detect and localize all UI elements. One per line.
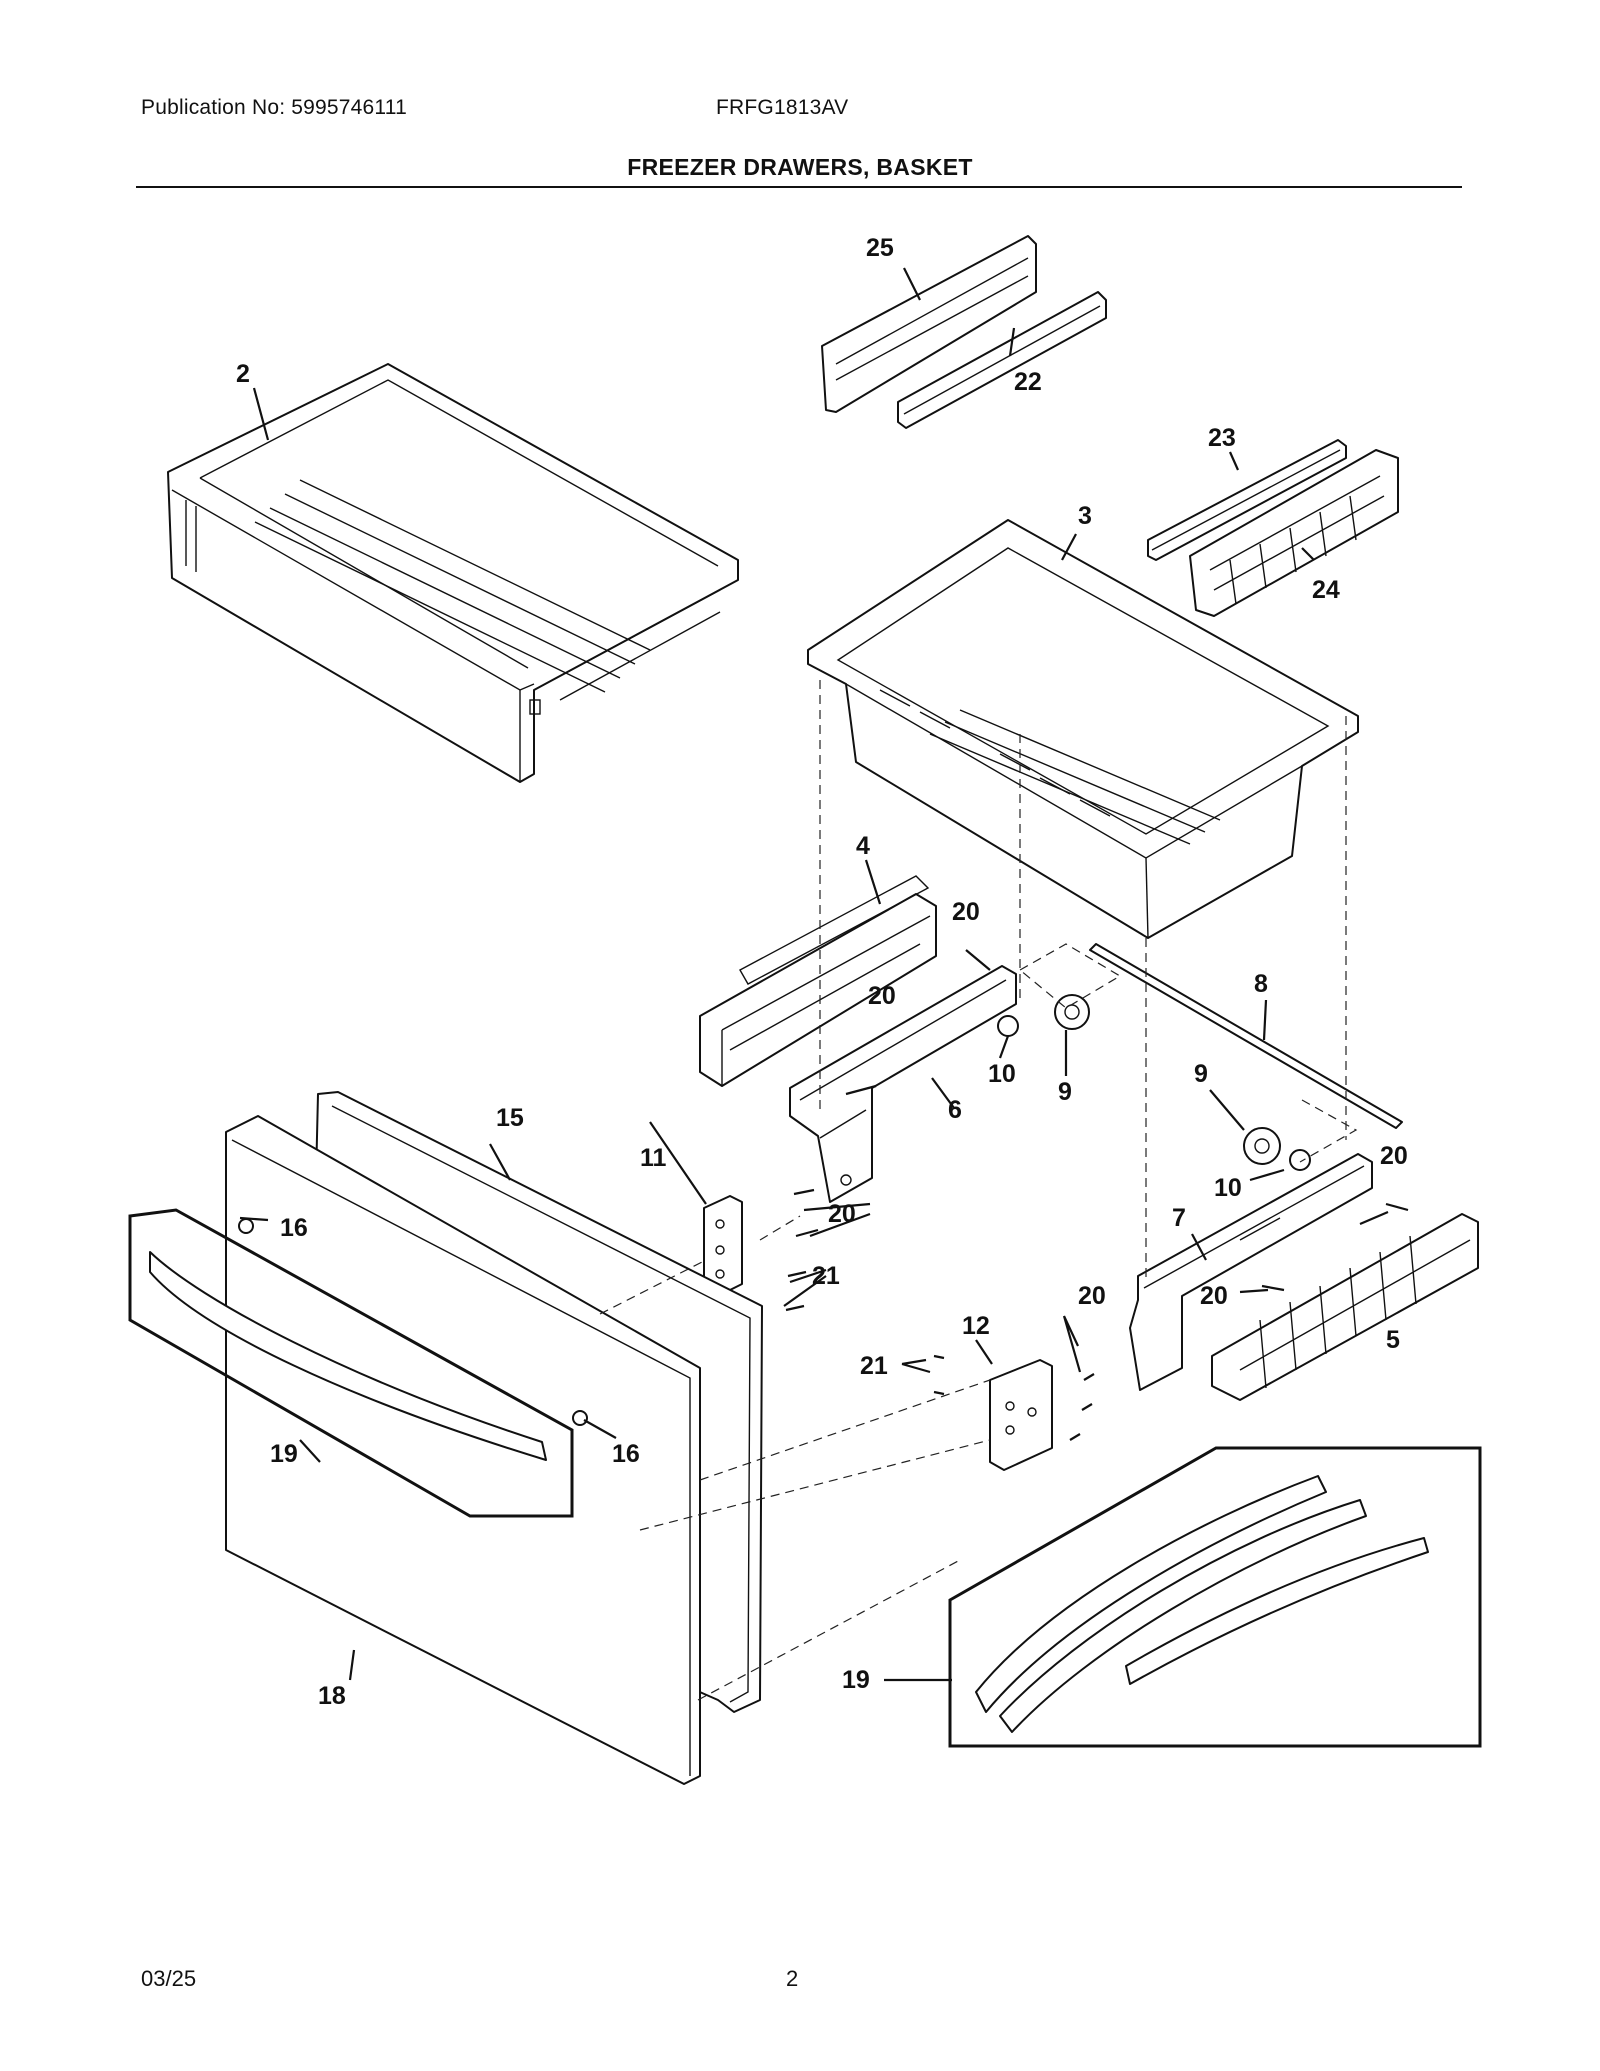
callout-20-bracket: 20 <box>828 1200 856 1228</box>
upper-drawer-part <box>167 363 739 783</box>
callout-16-right: 16 <box>612 1440 640 1468</box>
rail-part <box>897 291 1107 429</box>
callout-9-left: 9 <box>1058 1078 1072 1106</box>
right-slide-rail-part <box>1129 1153 1373 1391</box>
callout-21-left: 21 <box>812 1262 840 1290</box>
handle-options-inset <box>948 1446 1482 1748</box>
callout-23: 23 <box>1208 424 1236 452</box>
right-rail-cover-part <box>1211 1213 1479 1401</box>
page-title: FREEZER DRAWERS, BASKET <box>627 154 973 180</box>
model-number: FRFG1813AV <box>716 96 849 119</box>
page-number: 2 <box>786 1966 799 1991</box>
freezer-door-part <box>225 1115 701 1785</box>
left-rail-cover-part <box>699 875 937 1087</box>
callout-10-right: 10 <box>1214 1174 1242 1202</box>
callout-20-right: 20 <box>1380 1142 1408 1170</box>
left-slide-rail-part <box>789 965 1017 1203</box>
leader-lines <box>239 267 1389 1682</box>
callout-16-left: 16 <box>280 1214 308 1242</box>
callout-8: 8 <box>1254 970 1268 998</box>
callout-20-lower: 20 <box>1078 1282 1106 1310</box>
footer-date: 03/25 <box>141 1966 197 1991</box>
callout-9-right: 9 <box>1194 1060 1208 1088</box>
shaft-part <box>1089 943 1403 1129</box>
callout-18: 18 <box>318 1682 346 1710</box>
assembly-guide-lines <box>599 680 1358 1701</box>
callout-21-right: 21 <box>860 1352 888 1380</box>
callout-24: 24 <box>1312 576 1340 604</box>
callout-3: 3 <box>1078 502 1092 530</box>
callout-25: 25 <box>866 234 894 262</box>
rail-cover-part <box>821 235 1037 413</box>
gear-part-right <box>1243 1127 1311 1171</box>
bracket-cover-part <box>1189 449 1399 617</box>
title-divider <box>136 186 1462 188</box>
callout-labels: 2 3 4 5 6 7 8 9 9 10 10 11 12 15 16 16 1… <box>236 234 1408 1710</box>
callout-5: 5 <box>1386 1326 1400 1354</box>
callout-20-top: 20 <box>952 898 980 926</box>
callout-22: 22 <box>1014 368 1042 396</box>
callout-19-inset: 19 <box>842 1666 870 1694</box>
right-hinge-bracket-part <box>989 1359 1053 1471</box>
callout-20-cover: 20 <box>1200 1282 1228 1310</box>
callout-11: 11 <box>640 1144 667 1172</box>
callout-15: 15 <box>496 1104 524 1132</box>
callout-2: 2 <box>236 360 250 388</box>
callout-12: 12 <box>962 1312 990 1340</box>
callout-7: 7 <box>1172 1204 1186 1232</box>
screw-parts <box>785 949 1409 1441</box>
callout-6: 6 <box>948 1096 962 1124</box>
publication-number: Publication No: 5995746111 <box>141 96 407 119</box>
callout-10-left: 10 <box>988 1060 1016 1088</box>
callout-19-handle: 19 <box>270 1440 298 1468</box>
callout-4: 4 <box>856 832 870 860</box>
callout-20-rail: 20 <box>868 982 896 1010</box>
bar-part <box>1147 439 1347 561</box>
freezer-basket-part <box>807 519 1359 939</box>
